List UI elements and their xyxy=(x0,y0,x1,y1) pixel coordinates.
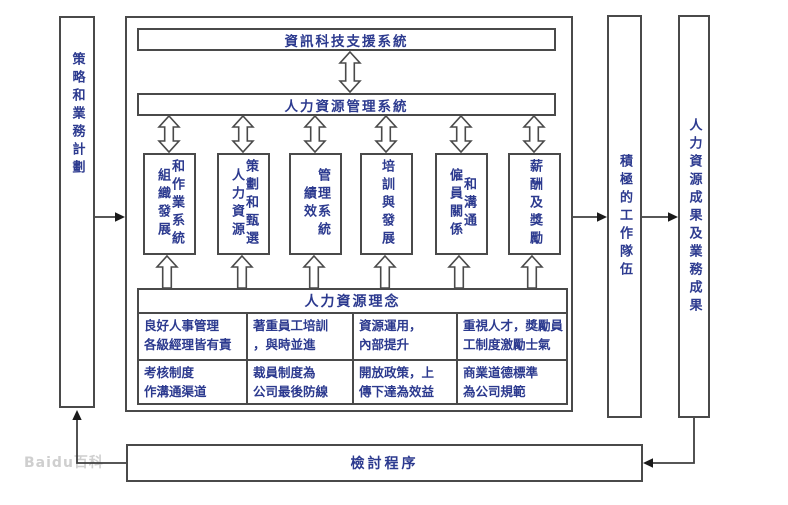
review-procedure-box: 檢討程序 xyxy=(126,444,643,482)
function-box-planning-selection-col2: 策劃和甄選 xyxy=(243,159,258,249)
philosophy-cell: 良好人事管理 各級經理皆有責 xyxy=(139,314,248,359)
philosophy-cell: 開放政策，上 傳下達為效益 xyxy=(354,361,458,403)
strategy-plan-box: 策略和業務計劃 xyxy=(59,16,95,408)
hrm-system-box: 人力資源管理系統 xyxy=(137,93,556,116)
function-box-organization: 組織發展 和作業系統 xyxy=(143,153,196,255)
function-box-training: 培訓與發展 xyxy=(360,153,413,255)
flow-arrow-results-to-review xyxy=(643,418,695,468)
function-box-performance-col2: 管理系統 xyxy=(315,168,330,240)
flow-arrow-workforce-to-results xyxy=(642,212,678,222)
philosophy-cell: 資源運用， 內部提升 xyxy=(354,314,458,359)
function-box-compensation: 薪酬及獎勵 xyxy=(508,153,561,255)
workforce-box: 積極的工作隊伍 xyxy=(607,15,642,418)
hrm-system-label: 人力資源管理系統 xyxy=(284,98,409,115)
workforce-label: 積極的工作隊伍 xyxy=(617,153,632,280)
function-box-employee-relations: 僱員關係 和溝通 xyxy=(435,153,488,255)
flow-arrow-strategy-to-main xyxy=(95,212,125,222)
function-box-organization-col2: 和作業系統 xyxy=(169,159,184,249)
review-procedure-label: 檢討程序 xyxy=(350,456,419,472)
philosophy-row-1: 良好人事管理 各級經理皆有責 著重員工培訓 ，與時並進 資源運用， 內部提升 重… xyxy=(139,314,566,359)
function-box-planning-selection-col1: 人力資源 xyxy=(229,168,244,240)
philosophy-cell: 商業道德標準 為公司規範 xyxy=(463,365,539,399)
function-box-organization-col1: 組織發展 xyxy=(155,168,170,240)
it-support-system-box: 資訊科技支援系統 xyxy=(137,28,556,51)
function-box-training-col1: 培訓與發展 xyxy=(379,159,394,249)
watermark: Baidu百科 xyxy=(24,455,104,471)
philosophy-cell: 裁員制度為 公司最後防線 xyxy=(248,361,354,403)
flow-arrow-main-to-workforce xyxy=(573,212,607,222)
philosophy-cell: 重視人才，獎勵員工制度激勵士氣 xyxy=(463,318,564,352)
function-box-employee-relations-col1: 僱員關係 xyxy=(447,168,462,240)
hr-philosophy-title: 人力資源理念 xyxy=(139,290,566,314)
strategy-plan-label: 策略和業務計劃 xyxy=(69,52,85,178)
philosophy-cell: 著重員工培訓 ，與時並進 xyxy=(248,314,354,359)
philosophy-row-2: 考核制度 作溝通渠道 裁員制度為 公司最後防線 開放政策，上 傳下達為效益 商業… xyxy=(139,359,566,403)
function-box-compensation-col1: 薪酬及獎勵 xyxy=(527,159,542,249)
results-box: 人力資源成果及業務成果 xyxy=(678,15,710,418)
function-box-performance: 績效 管理系統 xyxy=(289,153,342,255)
function-box-performance-col1: 績效 xyxy=(301,186,316,222)
results-label: 人力資源成果及業務成果 xyxy=(686,117,702,316)
philosophy-cell: 考核制度 作溝通渠道 xyxy=(139,361,248,403)
hr-philosophy-table: 人力資源理念 良好人事管理 各級經理皆有責 著重員工培訓 ，與時並進 資源運用，… xyxy=(137,288,568,405)
function-box-employee-relations-col2: 和溝通 xyxy=(461,177,476,231)
it-support-system-label: 資訊科技支援系統 xyxy=(284,33,409,50)
function-box-planning-selection: 人力資源 策劃和甄選 xyxy=(217,153,270,255)
